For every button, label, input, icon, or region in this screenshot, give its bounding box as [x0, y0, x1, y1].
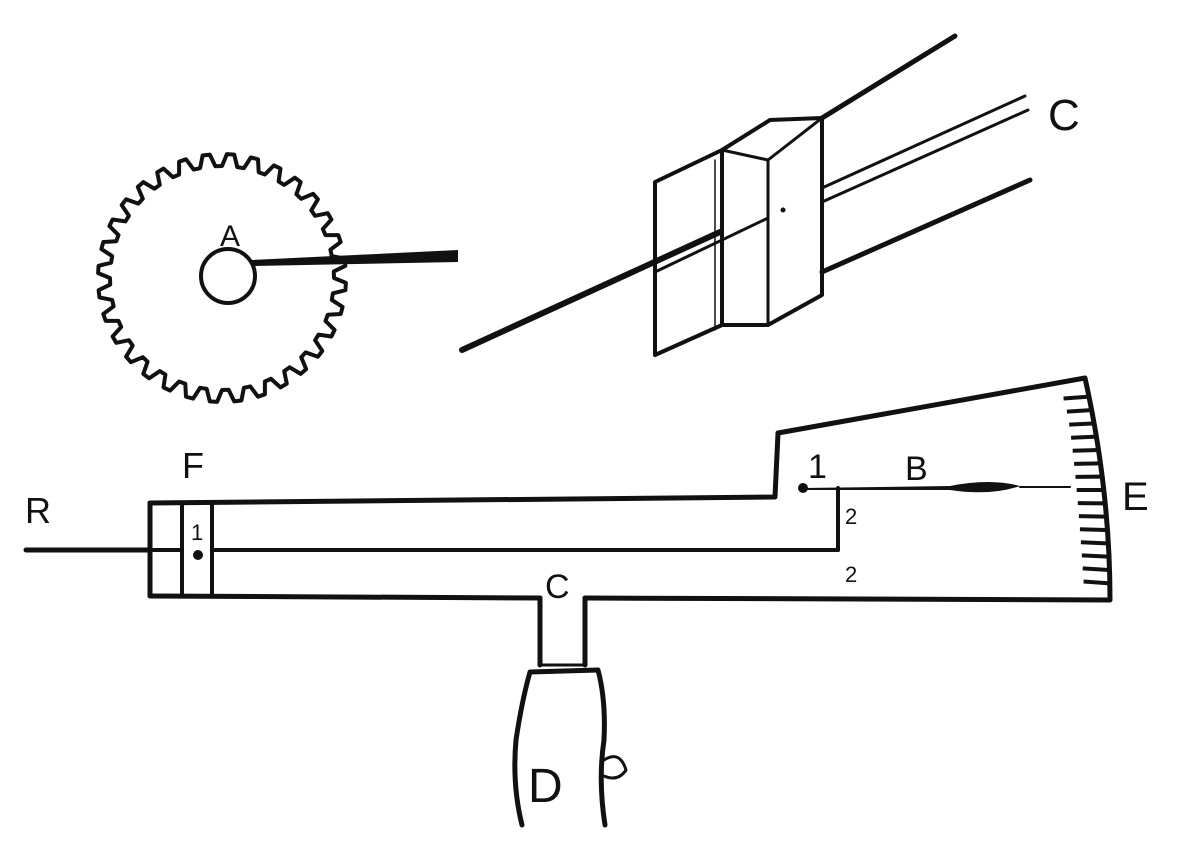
label-r: R — [25, 490, 51, 531]
scale-tick — [1081, 553, 1108, 559]
scale-tick — [1066, 408, 1094, 414]
scale-tick — [1080, 540, 1107, 546]
gear: A — [96, 152, 458, 404]
scale-tick — [1078, 514, 1105, 519]
label-b: B — [905, 450, 928, 488]
label-a: A — [220, 220, 240, 253]
handle-d — [512, 667, 608, 828]
gear-needle — [252, 250, 458, 266]
gear-teeth-outline — [96, 152, 348, 404]
scale-tick — [1082, 566, 1109, 572]
scale-tick — [1069, 421, 1096, 427]
rod-through-block — [653, 216, 770, 274]
label-f: F — [182, 445, 204, 486]
rod-back-bottom — [820, 108, 1030, 204]
upper-rail — [819, 33, 958, 121]
scale-tick — [1072, 448, 1099, 453]
label-e: E — [1122, 475, 1149, 519]
gear-hub — [199, 247, 257, 305]
rail-assembly: C — [459, 33, 1080, 357]
rod-back-top — [820, 94, 1027, 190]
scale-tick — [1063, 394, 1090, 401]
label-2-lower: 2 — [845, 562, 857, 587]
frame: 1 R F 1 B E 2 2 — [23, 375, 1149, 603]
label-d: D — [528, 760, 563, 813]
scale-tick — [1070, 434, 1098, 440]
label-c-top: C — [1048, 91, 1080, 140]
scale-ticks — [1063, 394, 1110, 586]
handle-assembly: C D — [512, 568, 628, 828]
scale-tick — [1074, 461, 1101, 466]
label-1-frame: 1 — [191, 520, 203, 545]
front-plate — [653, 148, 724, 357]
pointer-b — [803, 482, 1020, 493]
label-c-stem: C — [545, 568, 570, 606]
label-1-pointer: 1 — [808, 448, 827, 486]
rod-front — [459, 229, 723, 353]
block — [720, 116, 824, 327]
frame-pivot — [193, 550, 203, 560]
lower-rail — [819, 177, 1033, 275]
scale-tick — [1083, 579, 1110, 586]
label-2-upper: 2 — [845, 504, 857, 529]
scale-tick — [1079, 527, 1106, 532]
